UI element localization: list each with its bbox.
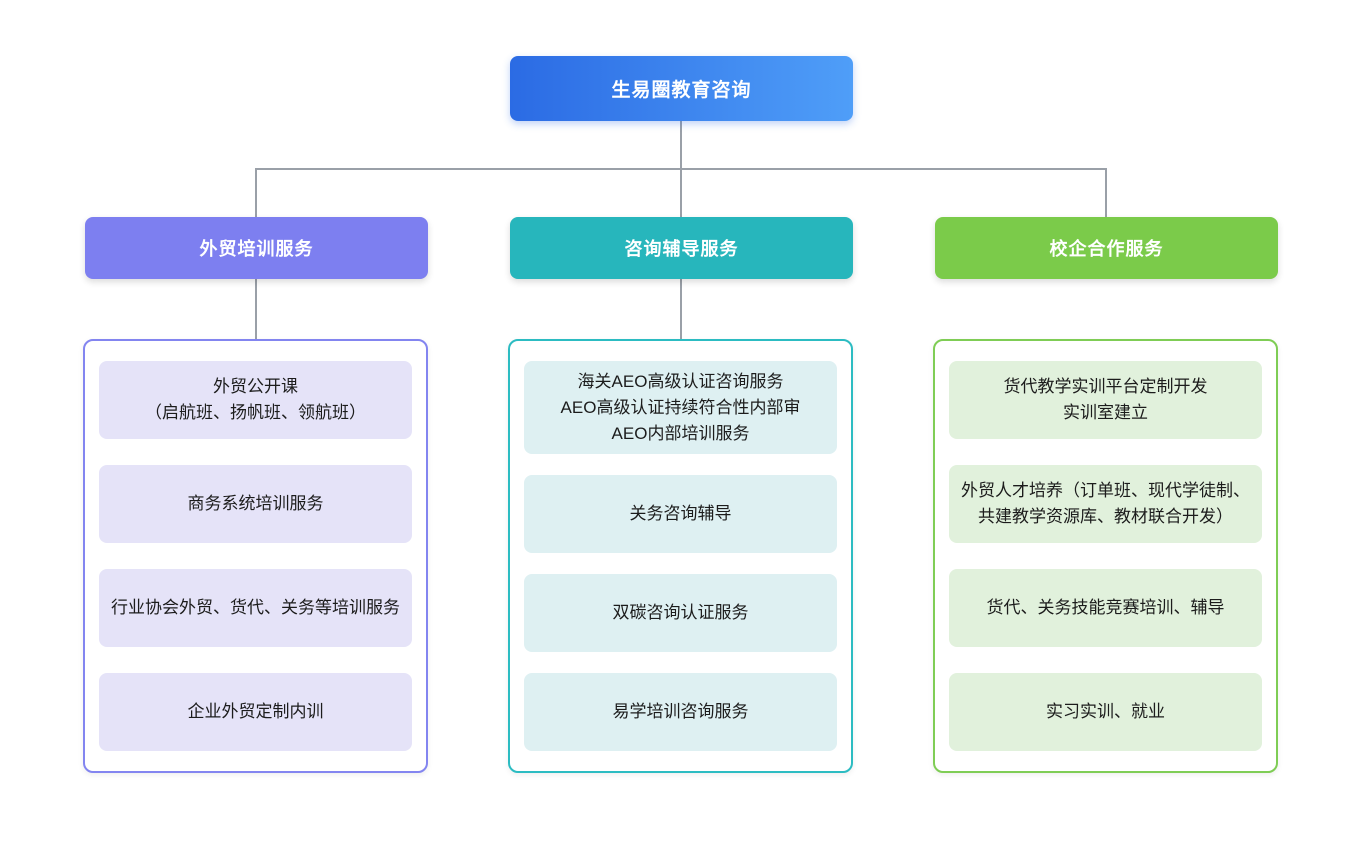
branch-header-foreign-trade-training: 外贸培训服务 [85, 217, 428, 279]
service-item: 关务咨询辅导 [524, 475, 837, 554]
service-item: 外贸公开课 （启航班、扬帆班、领航班） [99, 361, 412, 439]
branch-header-consulting-coaching: 咨询辅导服务 [510, 217, 853, 279]
service-item: 实习实训、就业 [949, 673, 1262, 751]
service-item: 货代教学实训平台定制开发 实训室建立 [949, 361, 1262, 439]
branch-header-label: 咨询辅导服务 [624, 239, 739, 259]
service-item: 海关AEO高级认证咨询服务 AEO高级认证持续符合性内部审 AEO内部培训服务 [524, 361, 837, 455]
connector-root-drop [680, 121, 682, 168]
connector-branch2-to-container [680, 279, 682, 339]
service-item: 行业协会外贸、货代、关务等培训服务 [99, 569, 412, 647]
branch-header-label: 外贸培训服务 [199, 239, 314, 259]
service-item: 企业外贸定制内训 [99, 673, 412, 751]
service-item: 双碳咨询认证服务 [524, 574, 837, 653]
branch-container-consulting-coaching: 海关AEO高级认证咨询服务 AEO高级认证持续符合性内部审 AEO内部培训服务 … [508, 339, 853, 773]
connector-branch1-to-container [255, 279, 257, 339]
service-item: 易学培训咨询服务 [524, 672, 837, 751]
connector-branch3-drop [1105, 168, 1107, 217]
service-item: 外贸人才培养（订单班、现代学徒制、共建教学资源库、教材联合开发） [949, 465, 1262, 543]
service-item: 货代、关务技能竞赛培训、辅导 [949, 569, 1262, 647]
branch-header-label: 校企合作服务 [1049, 239, 1164, 259]
service-item: 商务系统培训服务 [99, 465, 412, 543]
branch-container-foreign-trade-training: 外贸公开课 （启航班、扬帆班、领航班） 商务系统培训服务 行业协会外贸、货代、关… [83, 339, 428, 773]
connector-branch2-drop [680, 168, 682, 217]
root-node-label: 生易圈教育咨询 [611, 80, 752, 101]
branch-container-school-enterprise-cooperation: 货代教学实训平台定制开发 实训室建立 外贸人才培养（订单班、现代学徒制、共建教学… [933, 339, 1278, 773]
root-node: 生易圈教育咨询 [510, 56, 853, 121]
branch-header-school-enterprise-cooperation: 校企合作服务 [935, 217, 1278, 279]
connector-branch1-drop [255, 168, 257, 217]
